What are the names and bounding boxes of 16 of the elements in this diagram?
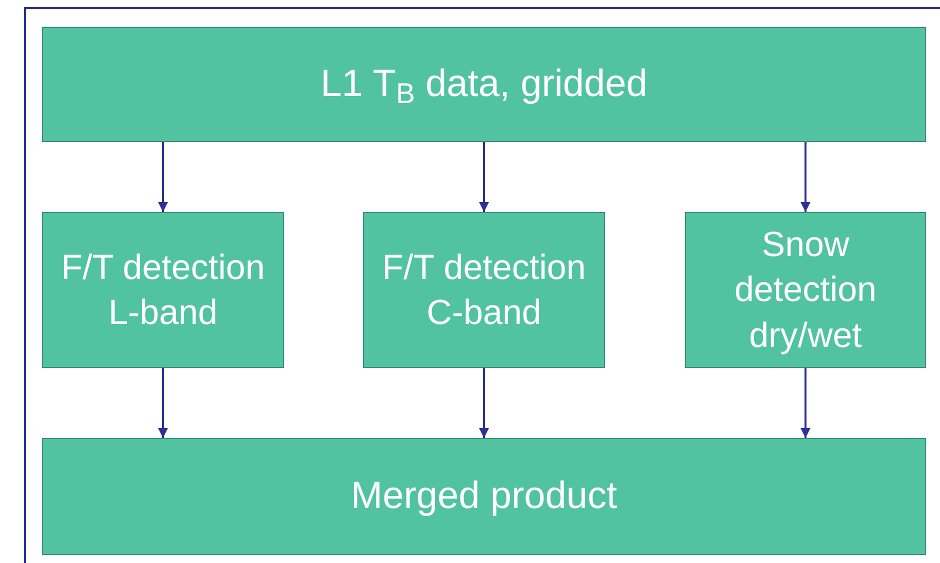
process-box bbox=[42, 27, 926, 142]
arrow bbox=[800, 368, 810, 438]
arrow bbox=[479, 142, 489, 212]
box-label: Snow detection dry/wet bbox=[733, 224, 878, 357]
box-label: L1 T$_{B}$ data, gridded bbox=[320, 62, 648, 110]
arrow bbox=[158, 142, 168, 212]
box-label: F/T detection C-band bbox=[381, 246, 587, 334]
process-box bbox=[363, 212, 605, 368]
arrow bbox=[479, 368, 489, 438]
process-box bbox=[42, 212, 284, 368]
arrow bbox=[800, 142, 810, 212]
box-label: Merged product bbox=[350, 474, 618, 519]
process-box bbox=[685, 212, 926, 368]
arrow bbox=[158, 368, 168, 438]
process-box bbox=[42, 438, 926, 555]
box-label: F/T detection L-band bbox=[60, 246, 266, 334]
